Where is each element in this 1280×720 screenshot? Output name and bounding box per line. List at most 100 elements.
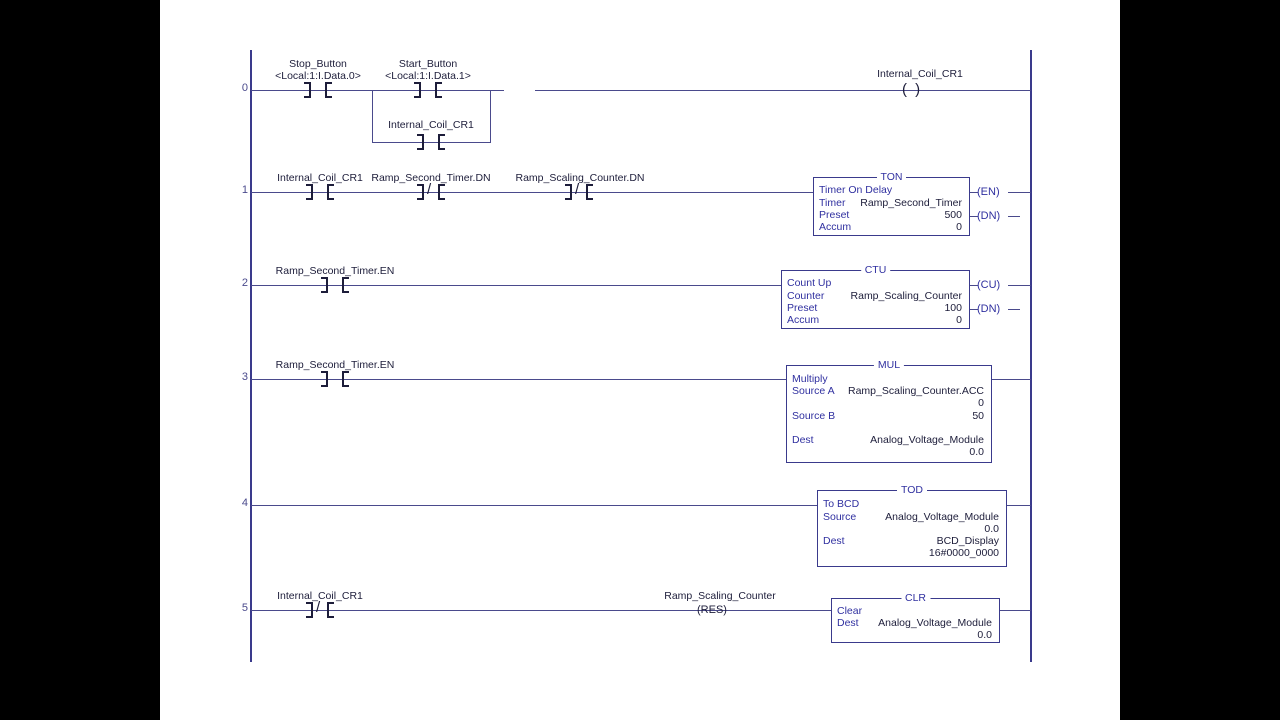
mul-row-3-key: Source B	[792, 410, 836, 422]
ton-pin-dn: (DN)	[977, 210, 1001, 222]
ton-dn-tail	[1008, 216, 1020, 217]
ton-en-stub	[970, 192, 978, 193]
rung-5-contact-0-tag: Internal_Coil_CR1	[277, 590, 363, 602]
tod-row-1-key: Source	[823, 511, 857, 523]
tod-row-0-key: To BCD	[823, 498, 860, 510]
tod-row-2-value: 0.0	[984, 523, 999, 535]
ctu-row-1-value: Ramp_Scaling_Counter	[850, 290, 962, 302]
rung-4-wire	[251, 505, 818, 506]
contact-right-bracket	[438, 134, 445, 150]
clr-row-1-value: Analog_Voltage_Module	[878, 617, 992, 629]
contact-left-bracket	[306, 184, 313, 200]
contact-ramp-second-timer-dn[interactable]: /	[414, 181, 448, 200]
rung-0-coil-tag: Internal_Coil_CR1	[877, 68, 963, 80]
clr-out-to-rail	[1000, 610, 1031, 611]
contact-stop-button[interactable]	[301, 82, 335, 98]
coil-internal-coil-cr1[interactable]: ( )	[902, 81, 923, 98]
contact-right-bracket	[435, 82, 442, 98]
contact-start-button[interactable]	[411, 82, 445, 98]
instruction-block-ton[interactable]: TON Timer On Delay Timer Ramp_Second_Tim…	[813, 171, 970, 236]
block-title-clr: CLR	[900, 592, 931, 604]
rung-3-wire	[251, 379, 787, 380]
clr-row-0-key: Clear	[837, 605, 863, 617]
rung-1-contact-1-tag: Ramp_Second_Timer.DN	[371, 172, 491, 184]
ctu-pin-dn: (DN)	[977, 303, 1001, 315]
instruction-block-tod[interactable]: TOD To BCD Source Analog_Voltage_Module …	[817, 484, 1007, 567]
contact-right-bracket	[342, 277, 349, 293]
ton-row-2-value: 500	[944, 209, 962, 221]
tod-row-4-value: 16#0000_0000	[928, 547, 999, 559]
contact-left-bracket	[321, 371, 328, 387]
ctu-dn-stub	[970, 309, 978, 310]
mul-row-3-value: 50	[972, 410, 984, 422]
contact-left-bracket	[417, 184, 424, 200]
contact-ramp-second-timer-en-r3[interactable]	[318, 371, 352, 387]
mul-row-1-key: Source A	[792, 385, 835, 397]
ladder-logic-canvas[interactable]: 0 Stop_Button <Local:1:I.Data.0> Start_B…	[160, 0, 1120, 720]
ton-row-2-key: Preset	[819, 209, 850, 221]
rung-number-4: 4	[241, 497, 248, 509]
ctu-dn-tail	[1008, 309, 1020, 310]
mul-row-1-value: Ramp_Scaling_Counter.ACC	[848, 385, 984, 397]
rung-number-5: 5	[241, 602, 248, 614]
rung-number-3: 3	[241, 371, 248, 383]
contact-right-bracket	[325, 82, 332, 98]
ctu-row-2-value: 100	[944, 302, 962, 314]
rung-0-wire-left	[251, 90, 504, 91]
rung-5-reset-tag: Ramp_Scaling_Counter	[664, 590, 776, 602]
contact-right-bracket	[327, 184, 334, 200]
contact-internal-coil-cr1-seal[interactable]	[414, 134, 448, 150]
rung-2-contact-0-tag: Ramp_Second_Timer.EN	[275, 265, 395, 277]
contact-internal-coil-cr1-r5[interactable]: /	[303, 599, 337, 618]
rung-0-branch-left-leg	[372, 90, 373, 143]
rung-number-2: 2	[241, 277, 248, 289]
ctu-cu-to-rail	[1008, 285, 1031, 286]
mul-row-5-key: Dest	[792, 434, 814, 446]
contact-nc-slash: /	[316, 599, 321, 616]
ctu-pin-cu: (CU)	[977, 279, 1001, 291]
contact-ramp-scaling-counter-dn[interactable]: /	[562, 181, 596, 200]
contact-left-bracket	[306, 602, 313, 618]
right-power-rail	[1030, 50, 1032, 662]
ctu-row-3-value: 0	[956, 314, 962, 326]
contact-left-bracket	[417, 134, 424, 150]
tod-row-3-key: Dest	[823, 535, 845, 547]
instruction-block-mul[interactable]: MUL Multiply Source A Ramp_Scaling_Count…	[786, 359, 992, 463]
rung-1-wire	[251, 192, 814, 193]
instruction-block-ctu[interactable]: CTU Count Up Counter Ramp_Scaling_Counte…	[781, 264, 970, 329]
rung-0-contact-1-tag: Start_Button	[398, 58, 458, 70]
contact-right-bracket	[342, 371, 349, 387]
ton-dn-stub	[970, 216, 978, 217]
block-title-tod: TOD	[897, 484, 927, 496]
rung-1-contact-2-tag: Ramp_Scaling_Counter.DN	[515, 172, 645, 184]
mul-out-to-rail	[992, 379, 1031, 380]
rung-1-contact-0-tag: Internal_Coil_CR1	[277, 172, 363, 184]
reset-ramp-scaling-counter[interactable]: (RES)	[697, 604, 727, 616]
ctu-cu-stub	[970, 285, 978, 286]
contact-right-bracket	[327, 602, 334, 618]
rung-number-1: 1	[241, 184, 248, 196]
contact-internal-coil-cr1-r1[interactable]	[303, 184, 337, 200]
rung-0-branch-right-leg	[490, 90, 491, 143]
contact-left-bracket	[304, 82, 311, 98]
mul-row-2-value: 0	[978, 397, 984, 409]
instruction-block-clr[interactable]: CLR Clear Dest Analog_Voltage_Module 0.0	[831, 592, 1000, 643]
contact-left-bracket	[321, 277, 328, 293]
rung-2-wire	[251, 285, 782, 286]
rung-0-branch-contact-tag: Internal_Coil_CR1	[388, 119, 474, 131]
contact-nc-slash: /	[575, 181, 580, 198]
tod-out-to-rail	[1007, 505, 1031, 506]
clr-row-2-value: 0.0	[977, 629, 992, 641]
mul-row-0-key: Multiply	[792, 373, 828, 385]
block-title-ctu: CTU	[860, 264, 891, 276]
rung-0-contact-0-alias: <Local:1:I.Data.0>	[275, 70, 361, 82]
rung-0-wire-right	[535, 90, 1031, 91]
contact-left-bracket	[414, 82, 421, 98]
rung-5-wire	[251, 610, 832, 611]
ton-row-3-key: Accum	[819, 221, 852, 233]
contact-ramp-second-timer-en-r2[interactable]	[318, 277, 352, 293]
ton-row-1-value: Ramp_Second_Timer	[860, 197, 962, 209]
ctu-row-3-key: Accum	[787, 314, 820, 326]
contact-nc-slash: /	[427, 181, 432, 198]
ton-row-0-key: Timer On Delay	[819, 184, 893, 196]
